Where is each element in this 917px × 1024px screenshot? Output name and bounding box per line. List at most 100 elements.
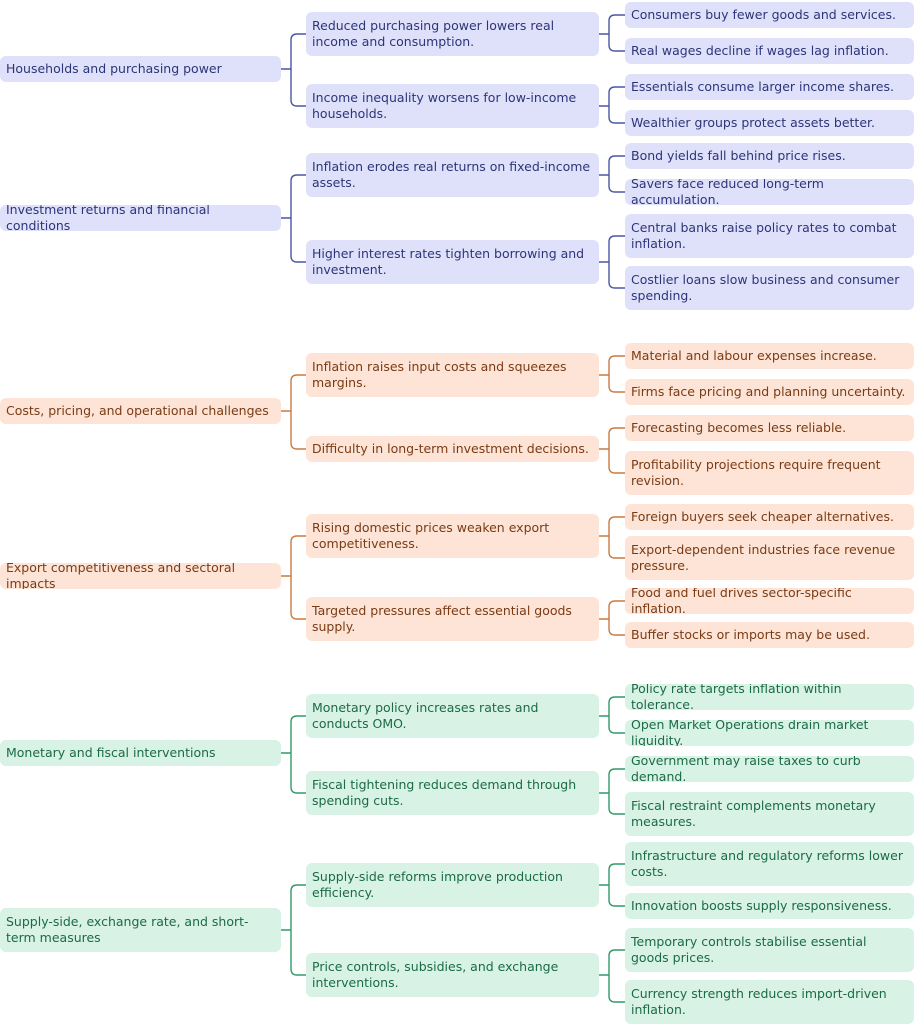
topic-node-label: Supply-side, exchange rate, and short-te… [6,914,249,945]
detail-node[interactable]: Wealthier groups protect assets better. [625,110,914,136]
detail-node[interactable]: Forecasting becomes less reliable. [625,415,914,441]
subtopic-connector [599,516,625,559]
detail-node[interactable]: Innovation boosts supply responsiveness. [625,893,914,919]
detail-node[interactable]: Material and labour expenses increase. [625,343,914,369]
subtopic-node-label: Inflation erodes real returns on fixed-i… [312,159,591,190]
subtopic-connector [599,86,625,124]
detail-node[interactable]: Essentials consume larger income shares. [625,74,914,100]
subtopic-node[interactable]: Fiscal tightening reduces demand through… [306,771,599,815]
detail-node-label: Real wages decline if wages lag inflatio… [631,43,889,58]
detail-node-label: Wealthier groups protect assets better. [631,115,875,130]
subtopic-node[interactable]: Monetary policy increases rates and cond… [306,694,599,738]
subtopic-node[interactable]: Price controls, subsidies, and exchange … [306,953,599,997]
detail-node[interactable]: Foreign buyers seek cheaper alternatives… [625,504,914,530]
subtopic-node-label: Supply-side reforms improve production e… [312,869,563,900]
subtopic-node-label: Inflation raises input costs and squeeze… [312,359,567,390]
topic-node[interactable]: Investment returns and financial conditi… [0,205,281,231]
subtopic-node-label: Income inequality worsens for low-income… [312,90,577,121]
subtopic-connector [599,768,625,815]
detail-node[interactable]: Policy rate targets inflation within tol… [625,684,914,710]
detail-node[interactable]: Food and fuel drives sector-specific inf… [625,588,914,614]
detail-node[interactable]: Fiscal restraint complements monetary me… [625,792,914,836]
subtopic-node[interactable]: Higher interest rates tighten borrowing … [306,240,599,284]
topic-node-label: Households and purchasing power [6,61,222,76]
subtopic-node-label: Targeted pressures affect essential good… [312,603,572,634]
detail-node[interactable]: Government may raise taxes to curb deman… [625,756,914,782]
topic-node-label: Costs, pricing, and operational challeng… [6,403,269,418]
detail-node-label: Policy rate targets inflation within tol… [631,684,842,710]
detail-node[interactable]: Bond yields fall behind price rises. [625,143,914,169]
topic-connector [281,33,306,107]
topic-node[interactable]: Costs, pricing, and operational challeng… [0,398,281,424]
detail-node-label: Consumers buy fewer goods and services. [631,7,896,22]
detail-node-label: Firms face pricing and planning uncertai… [631,384,906,399]
detail-node-label: Profitability projections require freque… [631,457,881,488]
detail-node-label: Essentials consume larger income shares. [631,79,894,94]
detail-node-label: Central banks raise policy rates to comb… [631,220,897,251]
detail-node[interactable]: Open Market Operations drain market liqu… [625,720,914,746]
detail-node[interactable]: Export-dependent industries face revenue… [625,536,914,580]
detail-node[interactable]: Infrastructure and regulatory reforms lo… [625,842,914,886]
detail-node-label: Bond yields fall behind price rises. [631,148,846,163]
detail-node-label: Innovation boosts supply responsiveness. [631,898,892,913]
detail-node-label: Food and fuel drives sector-specific inf… [631,588,852,614]
detail-node[interactable]: Currency strength reduces import-driven … [625,980,914,1024]
topic-node[interactable]: Supply-side, exchange rate, and short-te… [0,908,281,952]
detail-node[interactable]: Central banks raise policy rates to comb… [625,214,914,258]
detail-node[interactable]: Firms face pricing and planning uncertai… [625,379,914,405]
detail-node[interactable]: Profitability projections require freque… [625,451,914,495]
detail-node[interactable]: Savers face reduced long-term accumulati… [625,179,914,205]
topic-node-label: Monetary and fiscal interventions [6,745,216,760]
detail-node-label: Fiscal restraint complements monetary me… [631,798,876,829]
subtopic-node[interactable]: Income inequality worsens for low-income… [306,84,599,128]
detail-node-label: Foreign buyers seek cheaper alternatives… [631,509,894,524]
topic-node[interactable]: Export competitiveness and sectoral impa… [0,563,281,589]
subtopic-connector [599,949,625,1003]
subtopic-node[interactable]: Targeted pressures affect essential good… [306,597,599,641]
topic-connector [281,535,306,620]
topic-connector [281,715,306,794]
detail-node[interactable]: Consumers buy fewer goods and services. [625,2,914,28]
subtopic-node[interactable]: Reduced purchasing power lowers real inc… [306,12,599,56]
subtopic-connector [599,14,625,52]
topic-node-label: Investment returns and financial conditi… [6,205,210,231]
topic-node[interactable]: Households and purchasing power [0,56,281,82]
detail-node[interactable]: Real wages decline if wages lag inflatio… [625,38,914,64]
subtopic-node-label: Monetary policy increases rates and cond… [312,700,539,731]
subtopic-connector [599,696,625,734]
topic-connector [281,374,306,450]
subtopic-connector [599,355,625,393]
detail-node-label: Infrastructure and regulatory reforms lo… [631,848,903,879]
subtopic-node-label: Price controls, subsidies, and exchange … [312,959,559,990]
subtopic-node-label: Reduced purchasing power lowers real inc… [312,18,555,49]
detail-node-label: Temporary controls stabilise essential g… [631,934,867,965]
detail-node-label: Material and labour expenses increase. [631,348,877,363]
subtopic-node-label: Rising domestic prices weaken export com… [312,520,550,551]
detail-node-label: Export-dependent industries face revenue… [631,542,896,573]
subtopic-connector [599,155,625,193]
subtopic-node-label: Difficulty in long-term investment decis… [312,441,589,456]
topic-connector [281,884,306,976]
detail-node-label: Currency strength reduces import-driven … [631,986,887,1017]
detail-node[interactable]: Temporary controls stabilise essential g… [625,928,914,972]
detail-node[interactable]: Buffer stocks or imports may be used. [625,622,914,648]
subtopic-connector [599,235,625,289]
subtopic-node[interactable]: Inflation raises input costs and squeeze… [306,353,599,397]
topic-node-label: Export competitiveness and sectoral impa… [6,563,236,589]
subtopic-node[interactable]: Inflation erodes real returns on fixed-i… [306,153,599,197]
subtopic-node[interactable]: Rising domestic prices weaken export com… [306,514,599,558]
subtopic-connector [599,600,625,636]
detail-node-label: Buffer stocks or imports may be used. [631,627,870,642]
subtopic-node[interactable]: Difficulty in long-term investment decis… [306,436,599,462]
detail-node[interactable]: Costlier loans slow business and consume… [625,266,914,310]
subtopic-node-label: Fiscal tightening reduces demand through… [312,777,577,808]
topic-node[interactable]: Monetary and fiscal interventions [0,740,281,766]
detail-node-label: Open Market Operations drain market liqu… [631,720,869,746]
subtopic-node[interactable]: Supply-side reforms improve production e… [306,863,599,907]
detail-node-label: Forecasting becomes less reliable. [631,420,847,435]
subtopic-node-label: Higher interest rates tighten borrowing … [312,246,585,277]
subtopic-connector [599,863,625,907]
detail-node-label: Government may raise taxes to curb deman… [631,756,861,782]
